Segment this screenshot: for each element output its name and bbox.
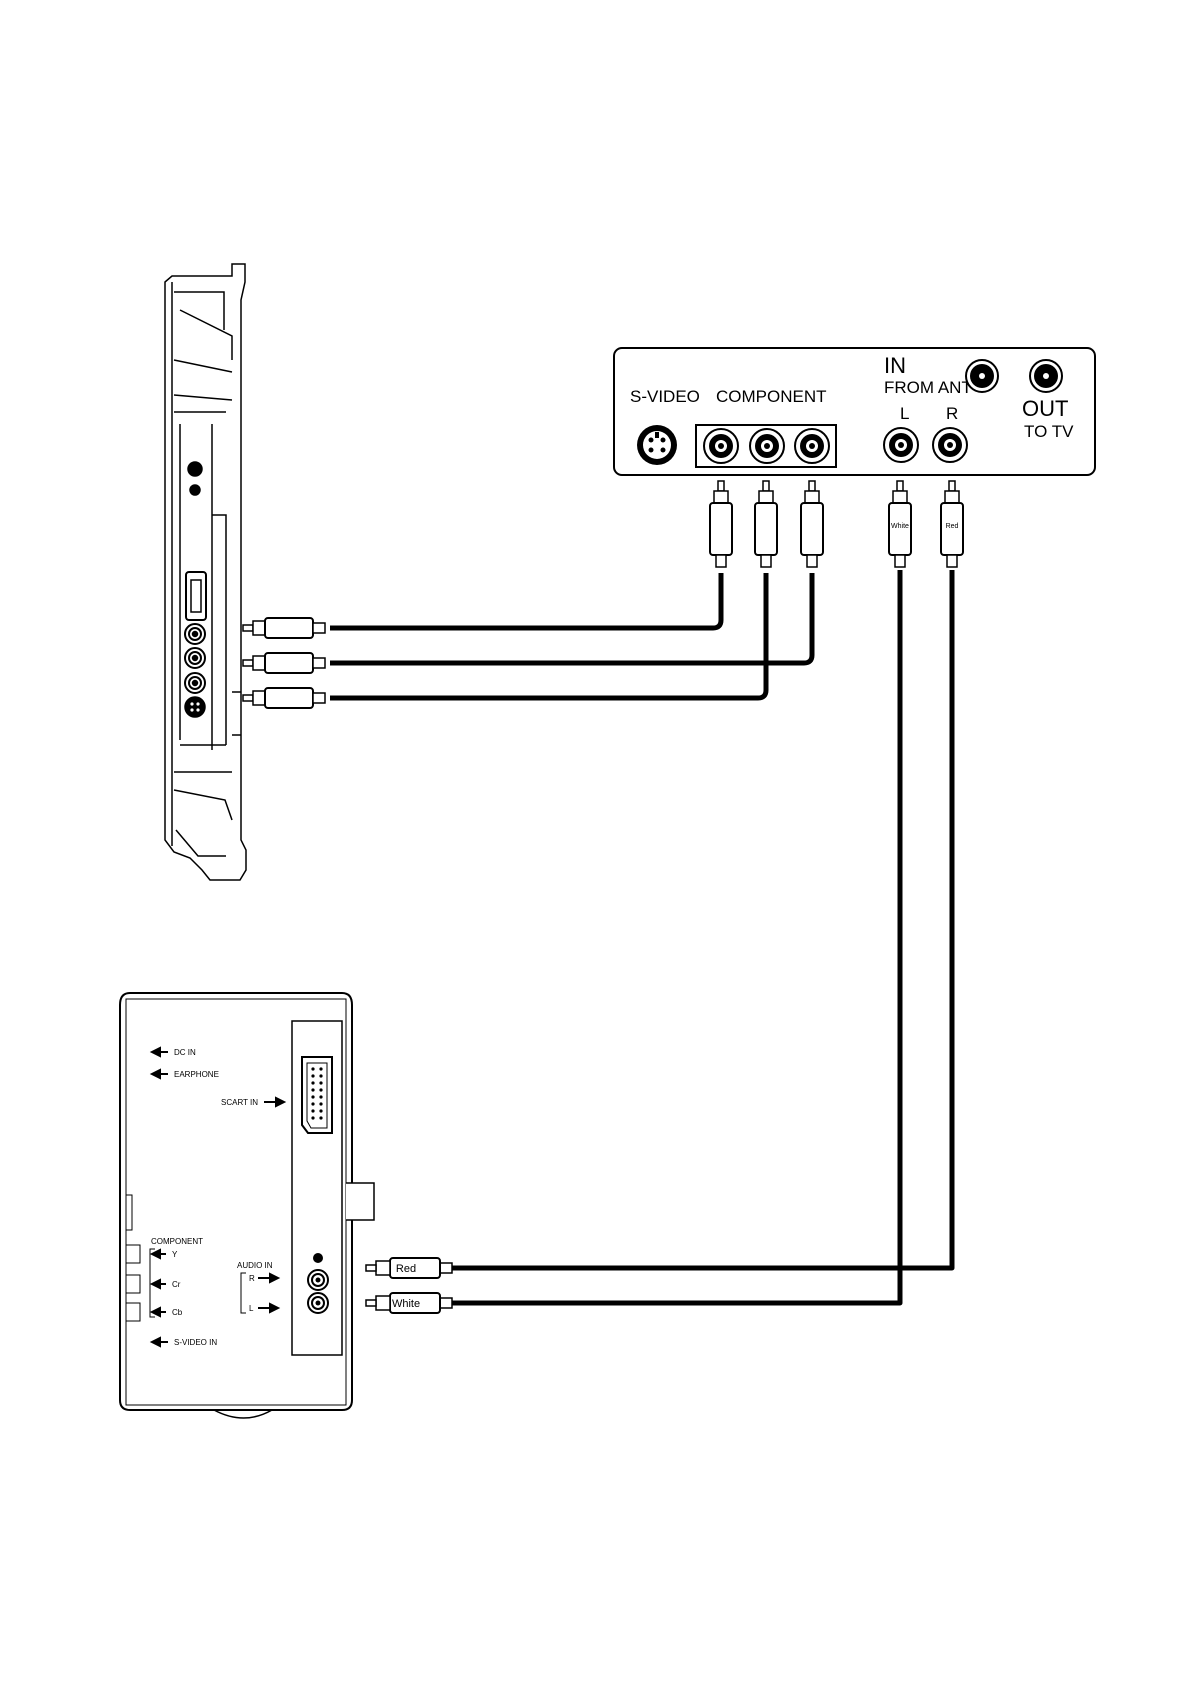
audio-in-l-label: L — [249, 1304, 254, 1313]
component-jack-1-icon — [704, 429, 738, 463]
in-label: IN — [884, 353, 906, 378]
l-label: L — [900, 404, 909, 423]
monitor-plug-1-icon — [243, 618, 325, 638]
cable-component-2 — [330, 573, 766, 698]
cable-component-3 — [330, 573, 812, 663]
monitor-plug-2-icon — [243, 653, 325, 673]
player-earphone-jack-icon — [313, 1253, 323, 1263]
panel-plugs: White Red — [710, 481, 963, 567]
antenna-in-jack-icon — [966, 360, 998, 392]
cable-audio-white — [452, 570, 900, 1303]
component-plug-1-icon — [710, 481, 732, 567]
monitor-side-view — [165, 264, 246, 880]
cr-label: Cr — [172, 1280, 181, 1289]
monitor-svideo-jack-icon — [185, 697, 205, 717]
out-label: OUT — [1022, 396, 1068, 421]
audio-in-r-label: R — [249, 1274, 255, 1283]
player-white-plug-label: White — [392, 1298, 420, 1310]
monitor-component-jacks-icon — [185, 624, 205, 693]
component-jack-2-icon — [750, 429, 784, 463]
monitor-port-round-icon — [188, 462, 202, 476]
cb-label: Cb — [172, 1308, 183, 1317]
player-audio-l-jack-icon — [308, 1293, 328, 1313]
white-plug-label: White — [891, 523, 909, 530]
player-plugs: Red White — [366, 1258, 452, 1313]
audio-l-jack-icon — [884, 428, 918, 462]
input-panel: IN FROM ANT S-VIDEO COMPONENT L R OUT TO… — [614, 348, 1095, 475]
monitor-port-small-icon — [190, 485, 200, 495]
antenna-out-jack-icon — [1030, 360, 1062, 392]
dc-in-label: DC IN — [174, 1048, 196, 1057]
player-red-plug-label: Red — [396, 1263, 416, 1275]
from-ant-label: FROM ANT — [884, 378, 972, 397]
monitor-plugs — [243, 618, 325, 708]
monitor-plug-3-icon — [243, 688, 325, 708]
player-component-label: COMPONENT — [151, 1237, 203, 1246]
audio-in-label: AUDIO IN — [237, 1261, 273, 1270]
component-label: COMPONENT — [716, 387, 827, 406]
y-label: Y — [172, 1250, 178, 1259]
component-jack-3-icon — [795, 429, 829, 463]
red-plug-label: Red — [946, 523, 959, 530]
to-tv-label: TO TV — [1024, 422, 1074, 441]
earphone-label: EARPHONE — [174, 1070, 219, 1079]
audio-r-jack-icon — [933, 428, 967, 462]
audio-cables — [452, 570, 952, 1303]
player-device: DC IN EARPHONE SCART IN COMPONENT Y Cr C… — [120, 993, 374, 1418]
svideo-in-label: S-VIDEO IN — [174, 1338, 217, 1347]
cable-audio-red — [452, 570, 952, 1268]
component-plug-3-icon — [801, 481, 823, 567]
scart-in-label: SCART IN — [221, 1098, 258, 1107]
r-label: R — [946, 404, 958, 423]
cable-component-1 — [330, 573, 721, 628]
component-cables — [330, 573, 812, 698]
svideo-label: S-VIDEO — [630, 387, 700, 406]
player-audio-r-jack-icon — [308, 1270, 328, 1290]
svideo-jack-icon — [637, 425, 677, 465]
scart-connector-icon — [302, 1057, 332, 1133]
component-plug-2-icon — [755, 481, 777, 567]
